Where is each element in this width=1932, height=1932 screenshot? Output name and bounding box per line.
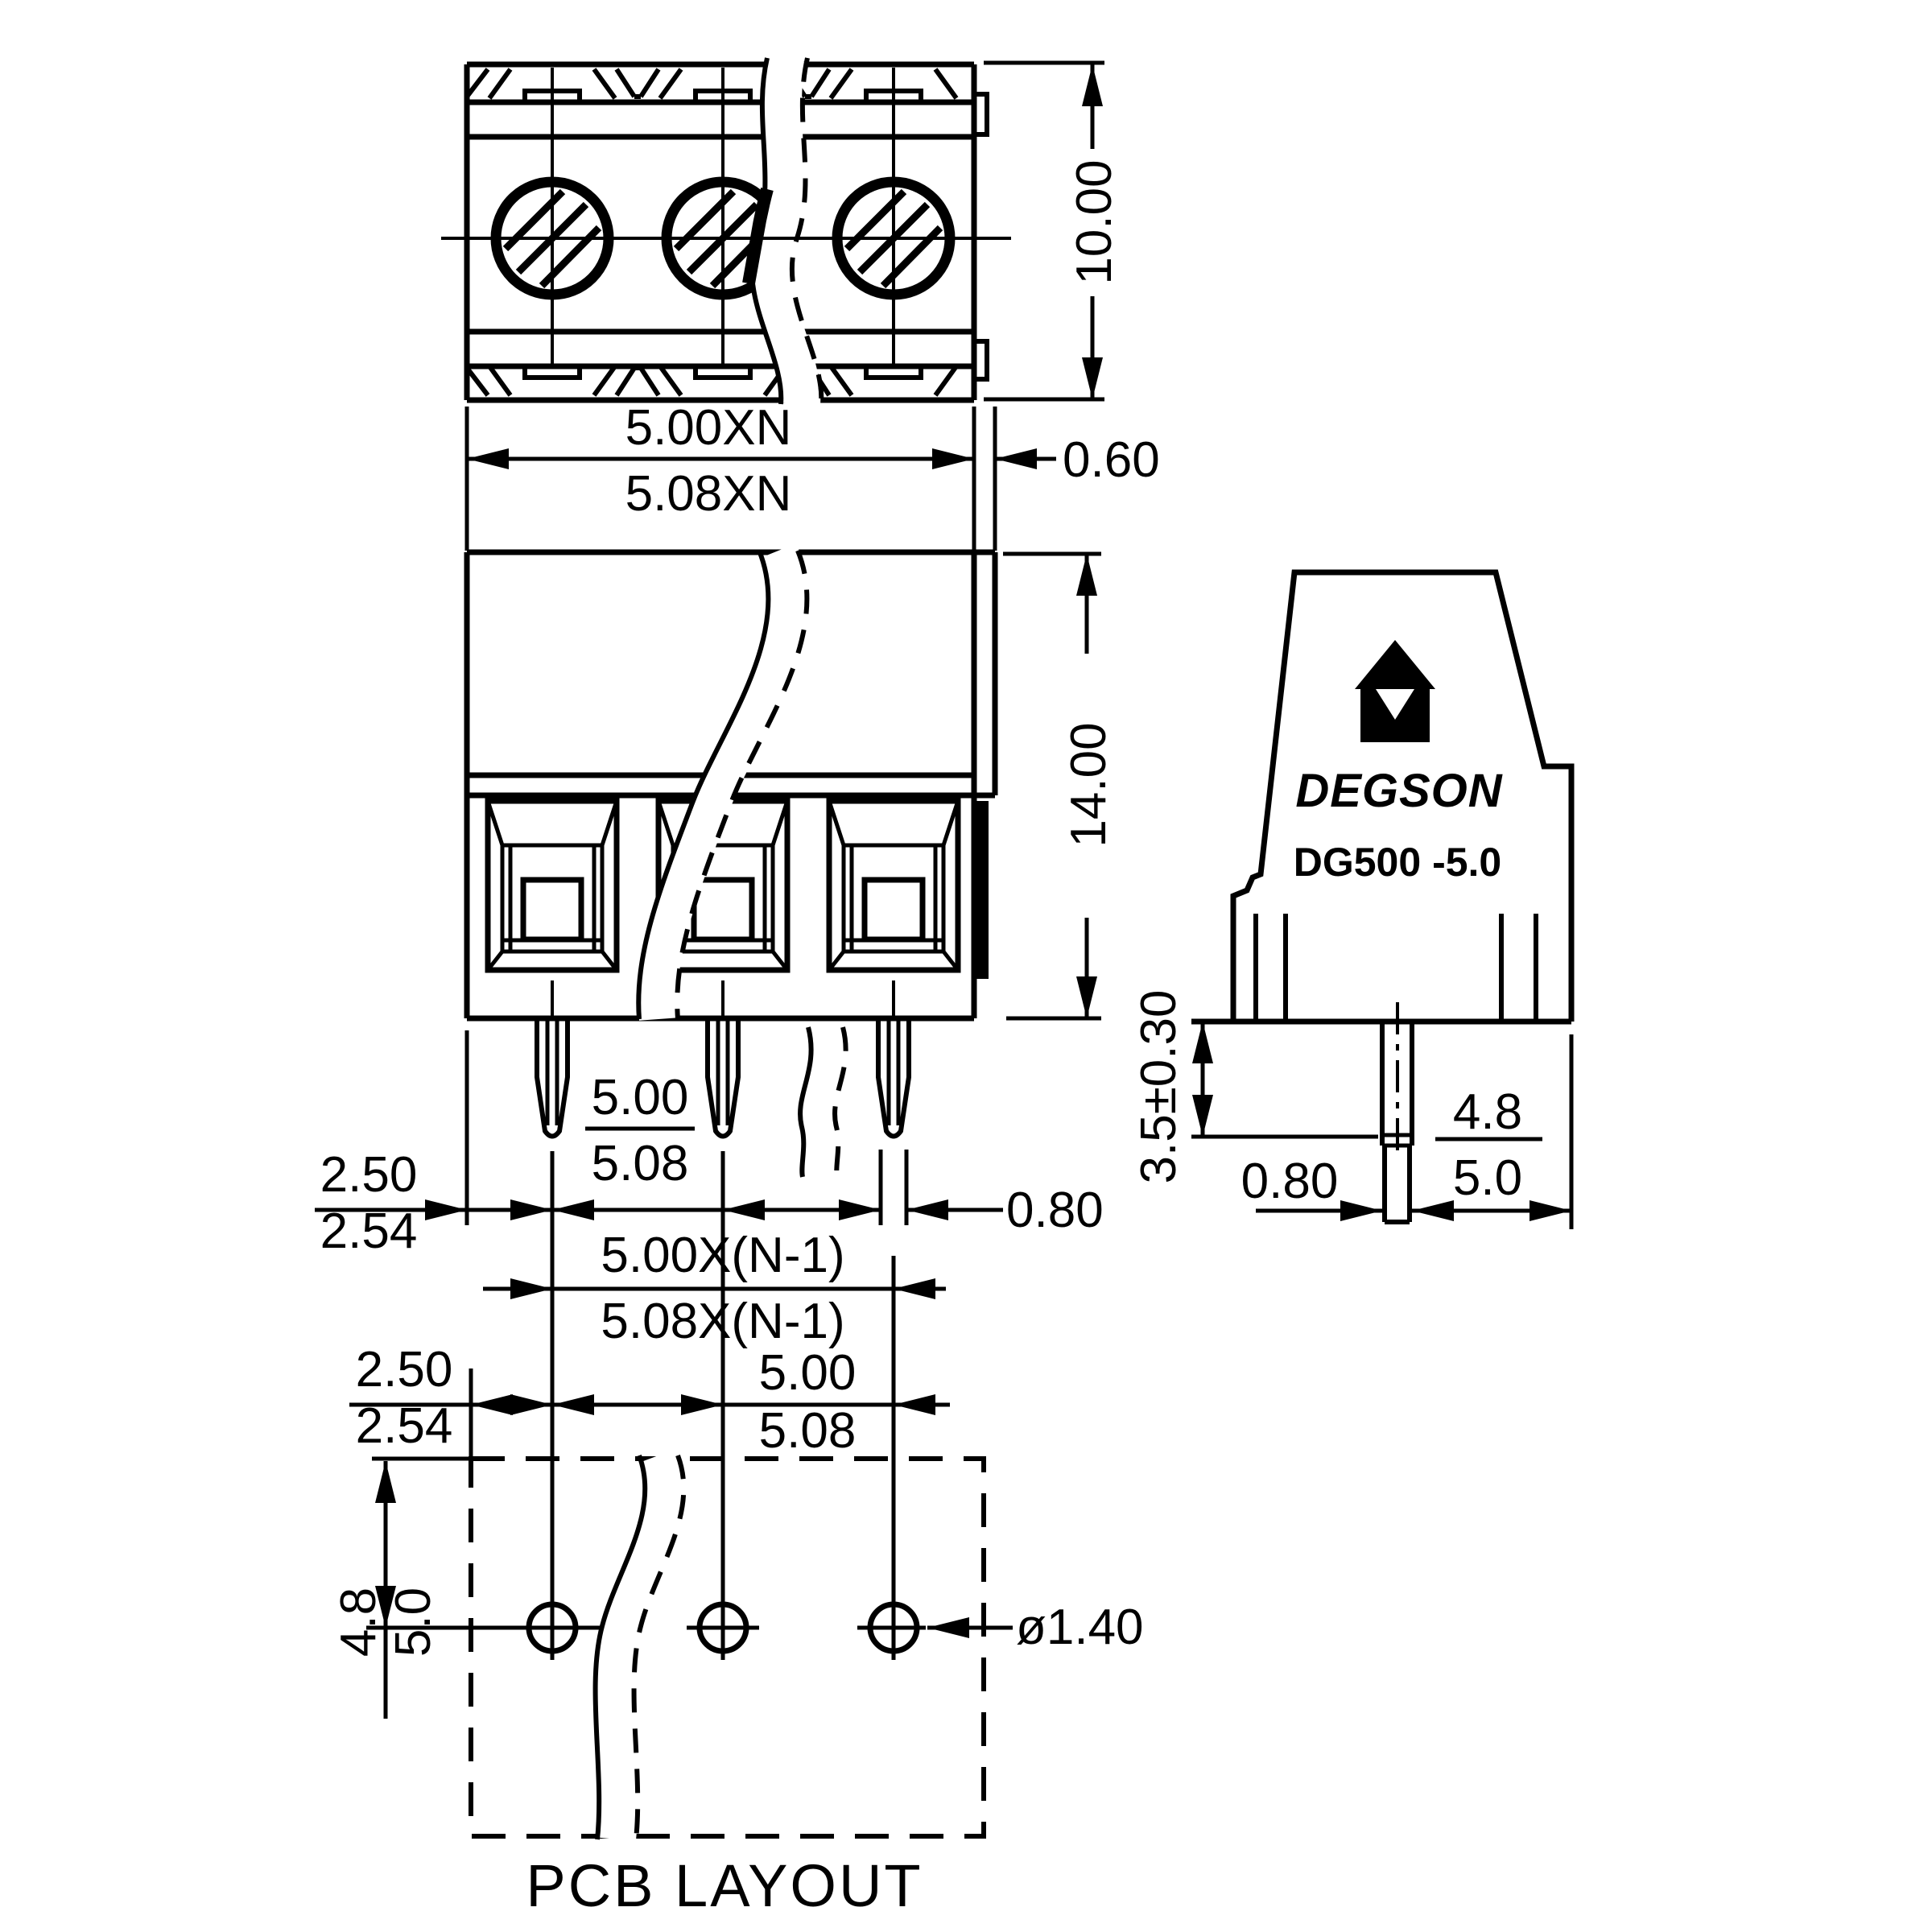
- dim-total-pitch-num: 5.00XN: [625, 400, 792, 456]
- model-text: DG500 -5.0: [1294, 840, 1501, 885]
- mount-tab-top: [972, 92, 989, 137]
- dim-row-offset-den: 5.0: [386, 1587, 441, 1657]
- top-view: [441, 53, 1011, 406]
- side-view-pin: [1380, 1002, 1414, 1224]
- side-view: DEGSON DG500 -5.0: [1191, 569, 1575, 1224]
- pcb-layout-label: PCB LAYOUT: [526, 1852, 923, 1919]
- break-line-dashed: [631, 1454, 687, 1840]
- side-view-outline: [1230, 569, 1575, 1022]
- break-line-solid: [798, 1026, 814, 1178]
- dim-side-inset-num: 4.8: [1453, 1084, 1522, 1140]
- dim-pcb-edge-offset-den: 2.54: [356, 1398, 453, 1454]
- solder-pin-3: [876, 1018, 911, 1139]
- dim-side-pin-width: 0.80: [1241, 1154, 1339, 1209]
- front-view: [464, 543, 998, 1178]
- brand-text: DEGSON: [1295, 765, 1502, 817]
- front-right-wall: [972, 801, 989, 979]
- pcb-layout: PCB LAYOUT: [469, 1448, 986, 1919]
- dimension-labels: 10.00 5.00XN 5.08XN 0.60 14.00 5.00 5.08…: [320, 159, 1522, 1657]
- dim-pin-pitch-num: 5.00: [592, 1070, 689, 1125]
- top-view-centerlines: [441, 68, 1011, 365]
- top-view-clamp-pattern: [464, 68, 959, 397]
- clamp-pocket-1: [485, 798, 620, 973]
- pcb-break-mask: [595, 1448, 684, 1842]
- dim-pin-pitch-den: 5.08: [592, 1136, 689, 1191]
- dim-front-height: 14.00: [1061, 722, 1117, 847]
- dim-top-height: 10.00: [1067, 159, 1122, 284]
- dim-pin-width: 0.80: [1006, 1183, 1104, 1238]
- dim-hole-pitch-den: 5.08: [759, 1403, 857, 1459]
- dim-side-inset-den: 5.0: [1453, 1150, 1522, 1206]
- break-line-dashed: [832, 1026, 848, 1178]
- side-view-slots: [1253, 914, 1538, 1022]
- dim-row-offset-num: 4.8: [331, 1587, 386, 1657]
- solder-pin-2: [705, 1018, 741, 1139]
- dim-side-pin-length: 3.5±0.30: [1131, 990, 1187, 1184]
- dim-edge-offset-num: 2.50: [320, 1147, 418, 1203]
- dim-pin-span-den: 5.08X(N-1): [601, 1294, 844, 1349]
- dim-tab-offset: 0.60: [1063, 432, 1160, 488]
- clamp-pocket-3: [826, 798, 961, 973]
- solder-pin-1: [535, 1018, 570, 1139]
- degson-logo-icon: [1355, 640, 1435, 742]
- dim-hole-pitch-num: 5.00: [759, 1345, 857, 1401]
- dim-edge-offset-den: 2.54: [320, 1203, 418, 1259]
- pocket-centerline-ticks: [551, 980, 895, 1018]
- dim-pcb-edge-offset-num: 2.50: [356, 1342, 453, 1397]
- mount-tab-bottom: [972, 339, 989, 382]
- pcb-outline: [469, 1456, 986, 1839]
- dim-total-pitch-den: 5.08XN: [625, 466, 792, 522]
- dim-pin-span-num: 5.00X(N-1): [601, 1228, 844, 1283]
- dim-hole-diameter: ø1.40: [1016, 1600, 1144, 1655]
- break-line-solid: [636, 549, 771, 1020]
- extension-lines: [366, 60, 1574, 1660]
- front-view-break-mask: [638, 543, 807, 1021]
- break-line-solid: [592, 1454, 648, 1840]
